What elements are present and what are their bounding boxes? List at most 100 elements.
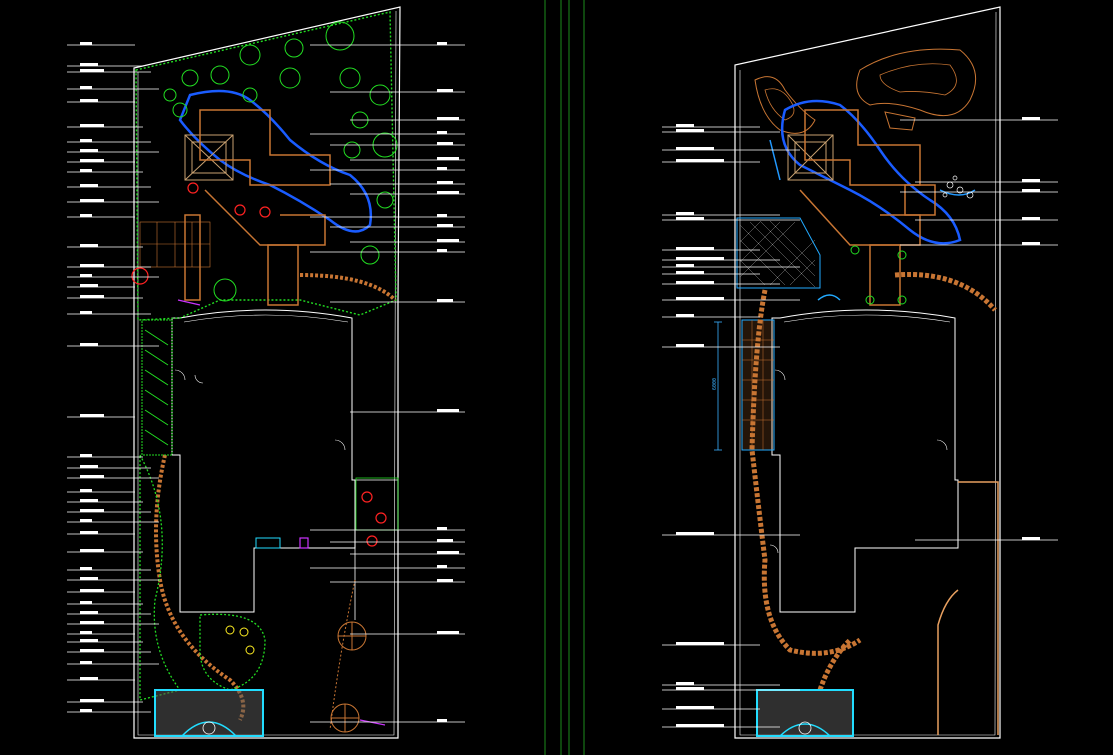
leader-right-11-label [676, 297, 724, 300]
leader-left-8-label [80, 159, 104, 162]
leader-left-12-label [80, 214, 92, 217]
leader-left-3-label [80, 86, 92, 89]
driveway-left [300, 479, 398, 620]
yard-path-left [329, 579, 356, 731]
leader-left-r-21-label [437, 719, 447, 722]
leader-right-r-0-label [1022, 117, 1040, 120]
pond-right [780, 99, 962, 245]
pond-edge-right [769, 139, 976, 196]
leader-left-38-label [80, 649, 104, 652]
leader-labels-left [67, 42, 465, 723]
contour-mound-3 [754, 76, 816, 134]
hatched-patio-right [736, 217, 821, 289]
leader-right-1-label [676, 129, 704, 132]
small-arc-right [817, 294, 841, 301]
trees-right [850, 245, 907, 305]
curved-path-left [154, 273, 397, 721]
leader-left-13-label [80, 244, 98, 247]
dimension-text: 6000 [712, 378, 718, 390]
leader-left-2-label [80, 69, 104, 72]
leader-labels-right [662, 117, 1058, 728]
leader-left-26-label [80, 509, 104, 512]
leader-left-22-label [80, 465, 98, 468]
leader-left-21-label [80, 454, 92, 457]
leader-right-14-label [676, 532, 714, 535]
vegetation-top-left [135, 11, 397, 321]
stepping-path-right [749, 271, 997, 691]
leader-left-24-label [80, 489, 92, 492]
water-feature-left [255, 537, 281, 549]
paving-grid-left [139, 221, 211, 268]
leader-left-r-1-label [437, 89, 453, 92]
gazebo-right [787, 134, 834, 181]
paving-plan: 6000 [712, 6, 1001, 739]
leader-left-r-0-label [437, 42, 447, 45]
leader-left-r-17-label [437, 551, 459, 554]
leader-left-40-label [80, 677, 98, 680]
leader-left-r-20-label [437, 631, 459, 634]
leader-left-r-16-label [437, 539, 453, 542]
leader-right-16-label [676, 682, 694, 685]
leader-right-2-label [676, 147, 714, 150]
leader-left-r-5-label [437, 157, 459, 160]
leader-left-36-label [80, 631, 92, 634]
contour-mound-4 [764, 88, 795, 121]
leader-left-34-label [80, 611, 98, 614]
leader-left-r-7-label [437, 181, 453, 184]
site-boundary-right-inner [739, 11, 997, 736]
leader-left-r-9-label [437, 214, 447, 217]
leader-left-r-11-label [437, 239, 459, 242]
leader-left-17-label [80, 295, 104, 298]
door-swings-left [174, 369, 346, 451]
leader-left-39-label [80, 661, 92, 664]
leader-left-18-label [80, 311, 92, 314]
leader-left-r-13-label [437, 299, 453, 302]
leader-right-r-5-label [1022, 537, 1040, 540]
driveway-right [937, 481, 999, 735]
leader-left-r-10-label [437, 224, 453, 227]
leader-left-1-label [80, 63, 98, 66]
leader-left-r-19-label [437, 579, 453, 582]
house-footprint-left [171, 309, 356, 613]
leader-left-33-label [80, 601, 92, 604]
leader-left-7-label [80, 149, 98, 152]
leader-right-3-label [676, 159, 724, 162]
leader-left-r-4-label [437, 142, 453, 145]
leader-left-10-label [80, 184, 98, 187]
door-swings-right [769, 369, 948, 554]
leader-right-r-2-label [1022, 189, 1040, 192]
leader-left-4-label [80, 99, 98, 102]
leader-right-15-label [676, 642, 724, 645]
site-boundary-left-inner [137, 10, 397, 736]
leader-left-r-6-label [437, 167, 447, 170]
hatched-patio-fill-right [739, 220, 816, 288]
leader-right-6-label [676, 247, 714, 250]
leader-left-27-label [80, 519, 92, 522]
vegetation-bottom-left [139, 454, 266, 701]
entrance-court-left [154, 689, 264, 737]
leader-right-0-label [676, 124, 694, 127]
leader-left-9-label [80, 169, 92, 172]
leader-right-r-4-label [1022, 242, 1040, 245]
leader-right-17-label [676, 687, 704, 690]
leader-right-13-label [676, 344, 704, 347]
leader-left-r-15-label [437, 527, 447, 530]
contour-mound-2 [879, 63, 957, 96]
leader-left-25-label [80, 499, 98, 502]
leader-right-4-label [676, 212, 694, 215]
leader-left-30-label [80, 567, 92, 570]
paved-strip-right [741, 319, 775, 451]
leader-right-18-label [676, 706, 714, 709]
leader-left-28-label [80, 531, 98, 534]
accent-features-left [131, 182, 387, 726]
leader-left-15-label [80, 274, 92, 277]
deck-walkway-left [184, 109, 331, 306]
leader-right-10-label [676, 281, 714, 284]
leader-left-23-label [80, 475, 104, 478]
house-footprint-right [771, 309, 959, 613]
leader-left-14-label [80, 264, 104, 267]
leader-left-16-label [80, 284, 98, 287]
planting-strip-left [141, 319, 173, 456]
